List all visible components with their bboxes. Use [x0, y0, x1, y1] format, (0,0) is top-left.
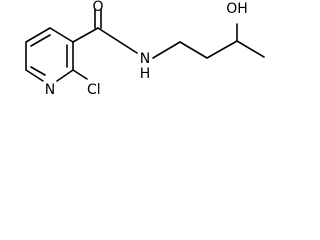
chemical-structure-diagram: N Cl O N H OH: [25, 0, 265, 98]
bond-c2-carbonyl: [72, 27, 99, 43]
amide-hydrogen-label: H: [140, 66, 151, 82]
carbonyl-oxygen-label: O: [92, 0, 103, 15]
bond-ring-c1-c2: [49, 27, 74, 43]
structure-canvas: N Cl O N H OH: [25, 0, 265, 98]
bond-ch2-chOH: [206, 40, 238, 59]
bond-carbonyl-nitrogen: [97, 27, 138, 54]
pyridine-ring: [25, 27, 74, 82]
chlorine-label: Cl: [87, 82, 101, 98]
bond-ch2-ch2: [179, 41, 208, 59]
bond-ring-c1-c6: [25, 27, 51, 43]
hydroxyl-label: OH: [226, 1, 248, 17]
atom-labels: N Cl O N H OH: [45, 0, 248, 98]
bond-chOH-methyl: [236, 40, 265, 58]
pyridine-nitrogen-label: N: [45, 82, 55, 98]
bond-ring-c5-n-inner: [30, 66, 46, 76]
bond-ring-c5-n: [25, 69, 44, 82]
amide-nitrogen-label: N: [140, 51, 150, 67]
bond-ring-n-c3: [56, 69, 74, 82]
bond-c3-chlorine: [72, 69, 88, 80]
bond-nitrogen-ch2: [152, 41, 181, 59]
substituent-bonds: [72, 8, 265, 80]
bond-ring-c1-c6-inner: [30, 34, 51, 47]
